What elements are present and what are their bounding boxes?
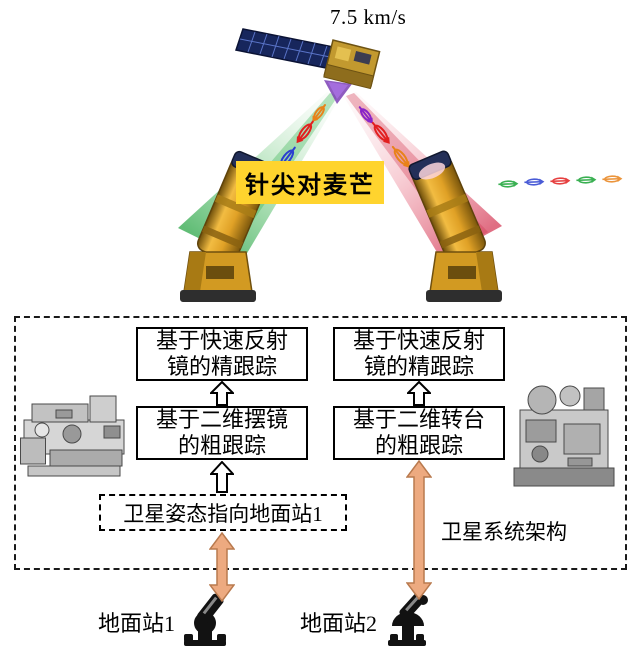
link-arrow-left-icon — [209, 532, 235, 602]
up-arrow-icon — [210, 461, 234, 493]
solar-panel-icon — [235, 28, 334, 69]
equipment-right-image — [513, 385, 615, 487]
link-arrow-right-icon — [406, 460, 432, 600]
equipment-left-image — [20, 395, 125, 477]
satellite-icon — [235, 28, 381, 104]
station2-icon — [388, 592, 428, 646]
up-arrow-icon — [407, 381, 431, 406]
architecture-dashed-box — [14, 316, 627, 570]
box-fine-tracking-right: 基于快速反射镜的精跟踪 — [333, 327, 505, 381]
system-architecture-label: 卫星系统架构 — [441, 520, 567, 544]
box-coarse-tracking-right: 基于二维转台的粗跟踪 — [333, 406, 505, 460]
satellite-speed-label: 7.5 km/s — [330, 5, 407, 29]
photon-trail-icon — [498, 175, 623, 188]
telescope-right-icon — [408, 150, 502, 302]
station2-label: 地面站2 — [300, 611, 378, 636]
station1-label: 地面站1 — [98, 611, 176, 636]
box-coarse-tracking-left: 基于二维摆镜的粗跟踪 — [136, 406, 308, 460]
box-fine-tracking-left: 基于快速反射镜的精跟踪 — [136, 327, 308, 381]
station1-icon — [184, 593, 226, 646]
satellite-beams-art — [178, 28, 623, 302]
tagline-label: 针尖对麦芒 — [236, 161, 384, 204]
up-arrow-icon — [210, 381, 234, 406]
attitude-dashed-box: 卫星姿态指向地面站1 — [99, 494, 347, 531]
